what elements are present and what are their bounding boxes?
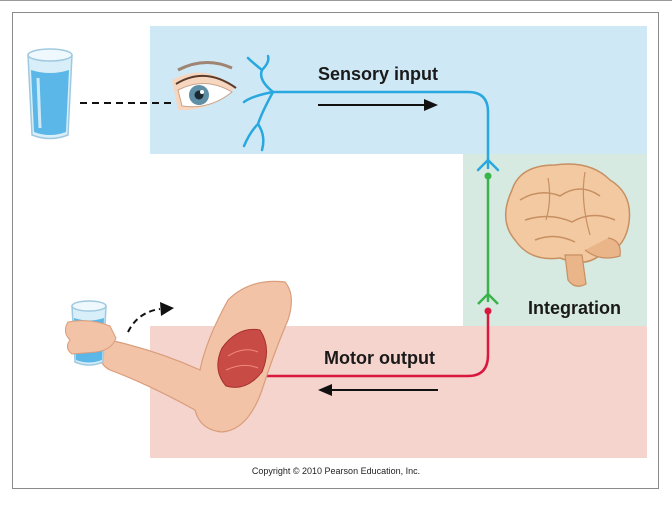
sensory-direction-arrow — [318, 99, 438, 111]
motor-direction-arrow — [318, 384, 438, 396]
eye-icon — [172, 61, 237, 111]
copyright-notice: Copyright © 2010 Pearson Education, Inc. — [251, 466, 421, 476]
sensory-nerve — [242, 54, 500, 172]
motor-output-label: Motor output — [324, 348, 435, 368]
synapse-dot-upper — [484, 172, 492, 180]
sensory-input-label: Sensory input — [318, 64, 439, 84]
top-rule — [0, 0, 672, 1]
lift-motion-arrow — [127, 302, 174, 333]
integration-nerve — [477, 176, 499, 305]
water-glass-in-hand-icon — [64, 300, 117, 366]
brain-icon — [505, 163, 631, 287]
arm-icon — [99, 280, 292, 433]
synapse-dot-lower — [484, 307, 492, 315]
water-glass-icon — [27, 48, 73, 140]
integration-label: Integration — [528, 298, 621, 318]
